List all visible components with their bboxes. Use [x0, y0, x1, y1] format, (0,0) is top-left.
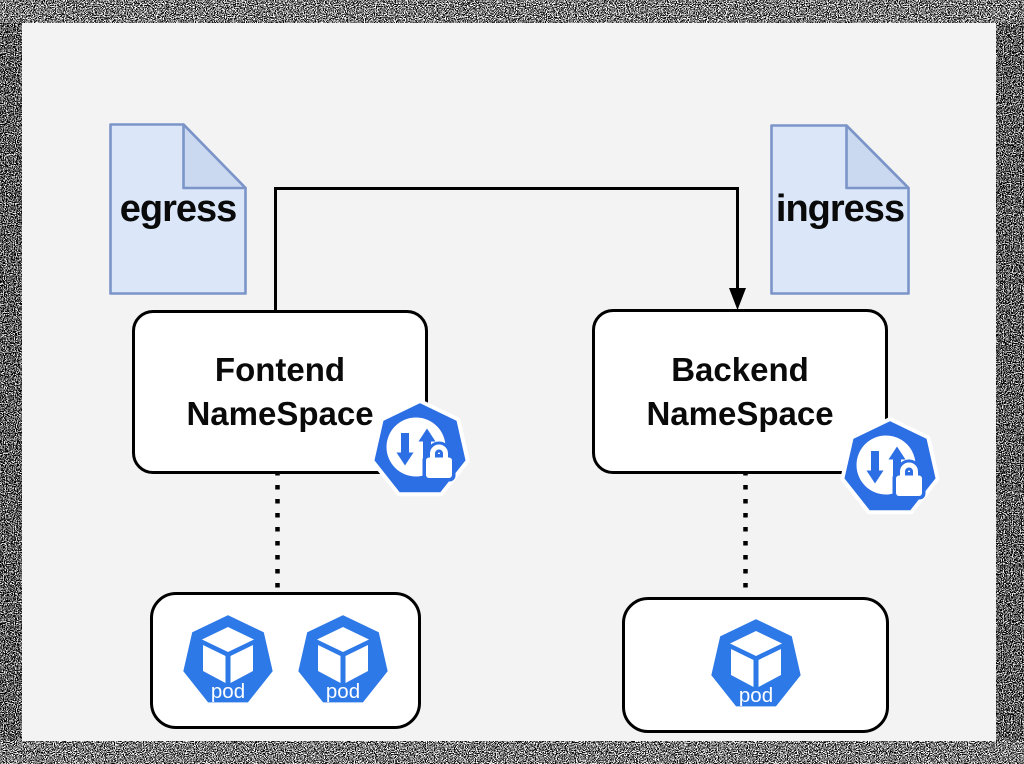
lock-icon [422, 441, 456, 482]
ingress-label: ingress [775, 188, 905, 230]
frontend-pods-box: pod pod [150, 592, 421, 729]
document-fold-corner [182, 123, 247, 190]
namespace-title-line1: Fontend [214, 351, 346, 388]
namespace-title-line1: Backend [671, 350, 809, 388]
document-fold-corner [845, 124, 910, 190]
pod-label: pod [738, 684, 772, 707]
backend-pods-box: pod [622, 597, 889, 733]
ingress-policy-document: ingress [770, 124, 910, 295]
backend-namespace-box: Backend NameSpace [592, 309, 888, 474]
pod-heptagon [295, 611, 391, 705]
lock-icon [892, 459, 926, 500]
cube-icon [202, 626, 254, 683]
cube-icon [317, 626, 369, 683]
egress-label: egress [119, 187, 238, 230]
namespace-title-line2: NameSpace [186, 395, 374, 432]
pod-icon: pod [180, 611, 276, 705]
pod-heptagon [707, 616, 804, 710]
pod-heptagon [180, 611, 276, 705]
namespace-title-line2: NameSpace [646, 394, 834, 432]
pod-icon: pod [707, 616, 804, 710]
document-icon [109, 123, 247, 295]
pod-icon: pod [295, 611, 391, 705]
frontend-network-policy-icon [368, 396, 472, 504]
egress-policy-document: egress [109, 123, 247, 295]
cube-icon [729, 631, 782, 687]
document-icon [770, 124, 910, 295]
pod-label: pod [211, 680, 245, 703]
pod-label: pod [326, 680, 360, 703]
backend-network-policy-icon [838, 414, 942, 522]
